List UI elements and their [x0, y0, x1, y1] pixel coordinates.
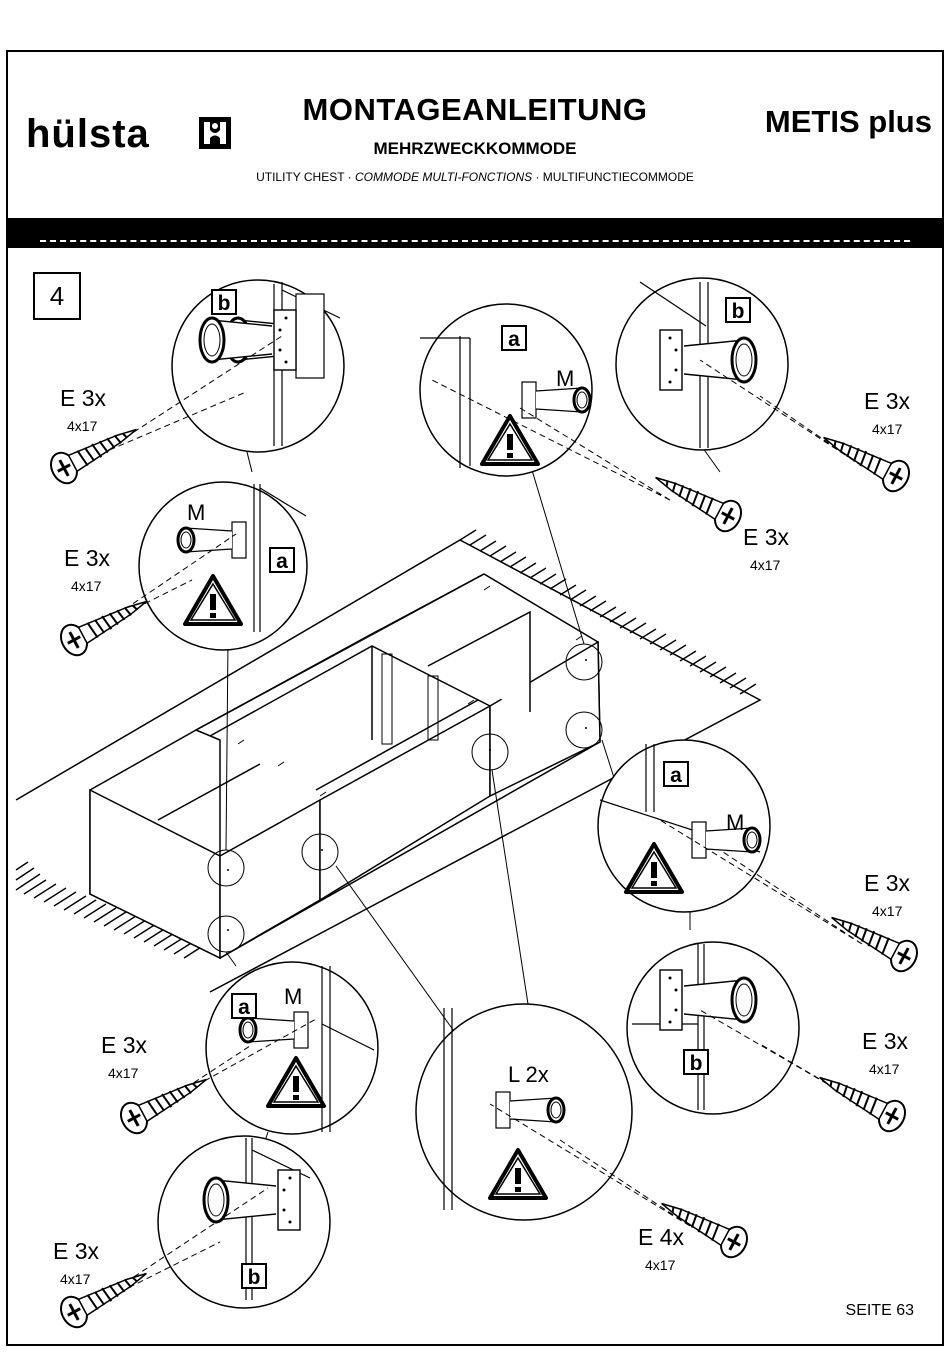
size-label: 4x17: [645, 1257, 676, 1273]
size-label: 4x17: [872, 421, 903, 437]
label-a: a: [276, 550, 288, 573]
qty-e: E 3x: [862, 1028, 909, 1054]
page-number: SEITE 63: [846, 1302, 914, 1320]
size-label: 4x17: [872, 903, 903, 919]
size-label: 4x17: [67, 418, 98, 434]
label-b: b: [248, 1266, 261, 1289]
size-label: 4x17: [869, 1061, 900, 1077]
qty-e: E 3x: [864, 870, 911, 896]
label-a: a: [670, 764, 682, 787]
screw-icon: [648, 463, 746, 535]
label-b: b: [218, 292, 231, 315]
size-label: 4x17: [108, 1065, 139, 1081]
label-b: b: [690, 1052, 703, 1075]
label-l2: L 2x: [508, 1062, 549, 1087]
qty-e: E 3x: [60, 385, 107, 411]
qty-e: E 3x: [64, 545, 111, 571]
size-label: 4x17: [71, 578, 102, 594]
qty-e: E 3x: [53, 1238, 100, 1264]
qty-e: E 3x: [101, 1032, 148, 1058]
label-m: M: [556, 366, 574, 391]
label-a: a: [508, 328, 520, 351]
label-b: b: [732, 300, 745, 323]
label-m: M: [726, 810, 744, 835]
screw-icon: [56, 587, 154, 659]
qty-e: E 4x: [638, 1224, 685, 1250]
label-a: a: [238, 996, 250, 1019]
size-label: 4x17: [750, 557, 781, 573]
label-m: M: [187, 500, 205, 525]
qty-e: E 3x: [743, 524, 790, 550]
label-m: M: [284, 984, 302, 1009]
qty-e: E 3x: [864, 388, 911, 414]
size-label: 4x17: [60, 1271, 91, 1287]
